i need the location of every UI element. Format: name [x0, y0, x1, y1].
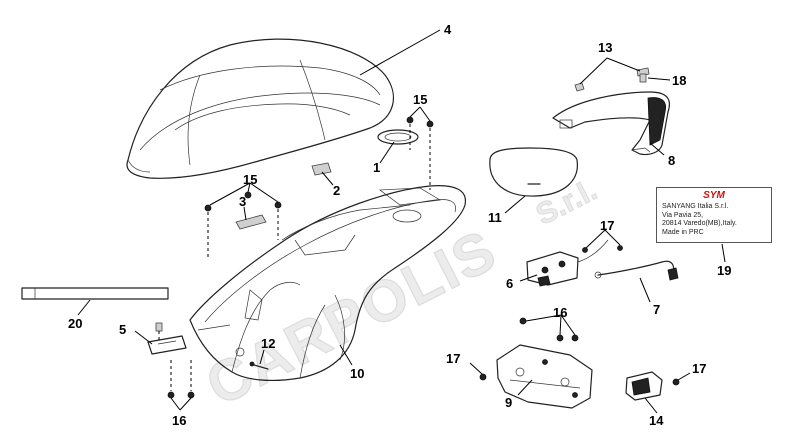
- callout-13: 13: [598, 40, 612, 55]
- bracket-part: [147, 322, 187, 355]
- callout-10: 10: [350, 366, 364, 381]
- label-line-company: SANYANG Italia S.r.l.: [662, 203, 729, 210]
- strip-part: [21, 287, 169, 300]
- callout-9: 9: [505, 395, 512, 410]
- callout-18: 18: [672, 73, 686, 88]
- callout-16-right: 16: [553, 305, 567, 320]
- callout-14: 14: [649, 413, 664, 428]
- callout-6: 6: [506, 276, 513, 291]
- sym-logo: SYM: [703, 190, 725, 201]
- fasteners: [167, 116, 680, 399]
- callout-numbers: 1 2 3 4 5 6 7 8 9 10 11 12 13 14 15 15 1…: [68, 22, 731, 428]
- rear-carrier-part: [552, 91, 671, 156]
- callout-3: 3: [239, 194, 246, 209]
- callout-7: 7: [653, 302, 660, 317]
- label-plate: SYM SANYANG Italia S.r.l. Via Pavia 25, …: [656, 187, 772, 243]
- callout-5: 5: [119, 322, 126, 337]
- callout-11: 11: [488, 210, 502, 225]
- assembly-lines: [158, 124, 431, 391]
- bolts-13-part: [574, 67, 650, 92]
- lower-bracket-part: [496, 344, 593, 409]
- cable-part: [594, 260, 679, 281]
- bolt-12-part: [249, 361, 269, 370]
- watermark-suffix: S.r.l.: [531, 174, 602, 232]
- callout-15-left: 15: [243, 172, 257, 187]
- callout-19: 19: [717, 263, 731, 278]
- gasket-ring-part: [377, 129, 419, 145]
- pad-part: [235, 214, 267, 230]
- callout-4: 4: [444, 22, 452, 37]
- label-line-city: 20814 Varedo(MB),Italy.: [662, 220, 737, 227]
- storage-box-part: [189, 185, 466, 382]
- callout-17-right: 17: [692, 361, 706, 376]
- callout-15-top: 15: [413, 92, 427, 107]
- mount-plate-part: [526, 239, 609, 287]
- label-line-street: Via Pavia 25,: [662, 211, 704, 219]
- label-line-origin: Made in PRC: [662, 228, 704, 236]
- cover-lid-part: [489, 147, 578, 197]
- callout-2: 2: [333, 183, 340, 198]
- callout-8: 8: [668, 153, 675, 168]
- callout-17-left: 17: [446, 351, 460, 366]
- callout-12: 12: [261, 336, 275, 351]
- leader-lines: [77, 29, 726, 414]
- callout-1: 1: [373, 160, 380, 175]
- clip-part: [311, 162, 332, 176]
- callout-16-left: 16: [172, 413, 186, 428]
- watermark-text: CARPOLIS: [196, 217, 507, 418]
- callout-17-upper: 17: [600, 218, 614, 233]
- module-part: [625, 371, 663, 401]
- seat-part: [126, 38, 394, 179]
- callout-20: 20: [68, 316, 82, 331]
